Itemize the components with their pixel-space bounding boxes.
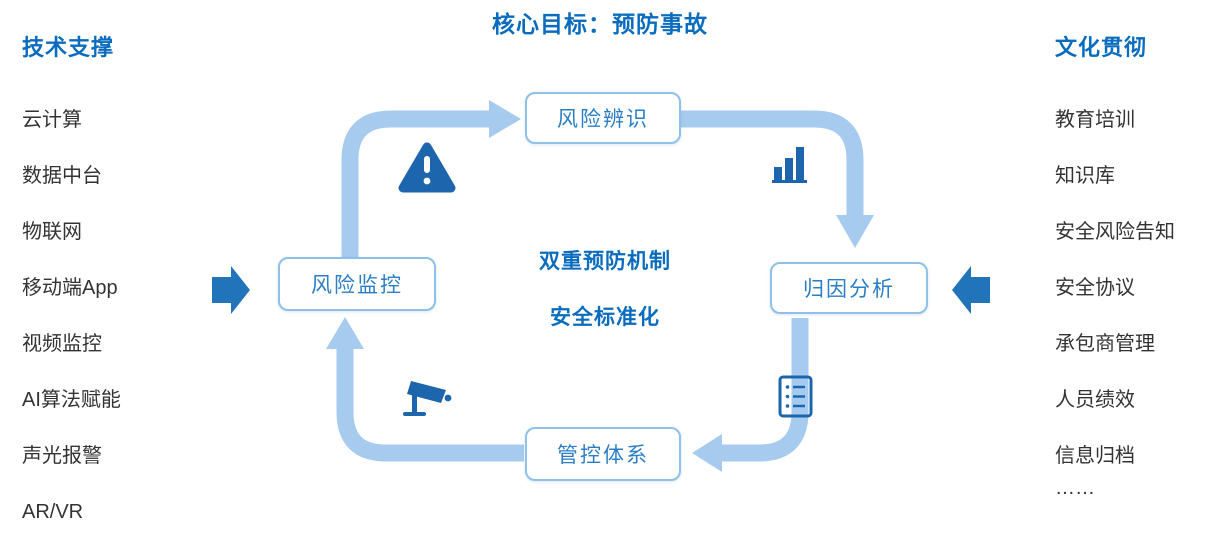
bar-chart-icon [772, 147, 807, 183]
left-panel-item: 云计算 [22, 109, 82, 131]
right-panel-item: 知识库 [1055, 165, 1115, 187]
cycle-arrow-right-to-bottom [722, 318, 809, 462]
arrowhead-into-bottom-node [692, 434, 722, 472]
arrow-right-solid-icon [212, 266, 250, 314]
center-label-dual-prevention: 双重预防机制 [539, 250, 671, 273]
left-panel-list: 云计算 数据中台 物联网 移动端App 视频监控 AI算法赋能 声光报警 AR/… [22, 104, 121, 546]
warning-triangle-icon [398, 142, 456, 193]
checklist-icon [778, 375, 813, 418]
left-panel-item: 视频监控 [22, 333, 102, 355]
cycle-arrow-top-to-right [676, 110, 864, 215]
cycle-arrow-bottom-to-left [336, 349, 524, 462]
left-panel-item: 数据中台 [22, 165, 102, 187]
cycle-node-attribution-analysis: 归因分析 [770, 262, 928, 314]
right-panel-item: 信息归档 [1055, 445, 1135, 467]
right-panel-item-ellipsis: …… [1055, 477, 1095, 499]
left-panel-header: 技术支撑 [22, 35, 115, 60]
center-label-safety-standardization: 安全标准化 [550, 306, 660, 329]
cycle-node-risk-identification: 风险辨识 [525, 92, 681, 144]
left-panel-item: 声光报警 [22, 445, 102, 467]
arrow-left-solid-icon [952, 266, 990, 314]
right-panel-item: 教育培训 [1055, 109, 1135, 131]
cycle-node-risk-monitoring: 风险监控 [278, 257, 436, 311]
left-panel-item: AR/VR [22, 501, 84, 523]
arrowhead-into-top-node [489, 100, 521, 138]
right-panel-header: 文化贯彻 [1055, 35, 1148, 60]
right-panel-item: 承包商管理 [1055, 333, 1155, 355]
right-panel-list: 教育培训 知识库 安全风险告知 安全协议 承包商管理 人员绩效 信息归档 …… [1055, 104, 1175, 528]
left-panel-item: 物联网 [22, 221, 82, 243]
right-panel-item: 安全协议 [1055, 277, 1135, 299]
page-title: 核心目标：预防事故 [492, 11, 708, 37]
cycle-node-control-system: 管控体系 [525, 427, 681, 481]
right-panel-item: 安全风险告知 [1055, 221, 1175, 243]
left-panel-item: 移动端App [22, 277, 118, 299]
right-panel-item: 人员绩效 [1055, 389, 1135, 411]
cctv-camera-icon [403, 381, 452, 416]
left-panel-item: AI算法赋能 [22, 389, 121, 411]
arrowhead-into-right-node [836, 215, 874, 248]
arrowhead-into-left-node [326, 317, 364, 349]
